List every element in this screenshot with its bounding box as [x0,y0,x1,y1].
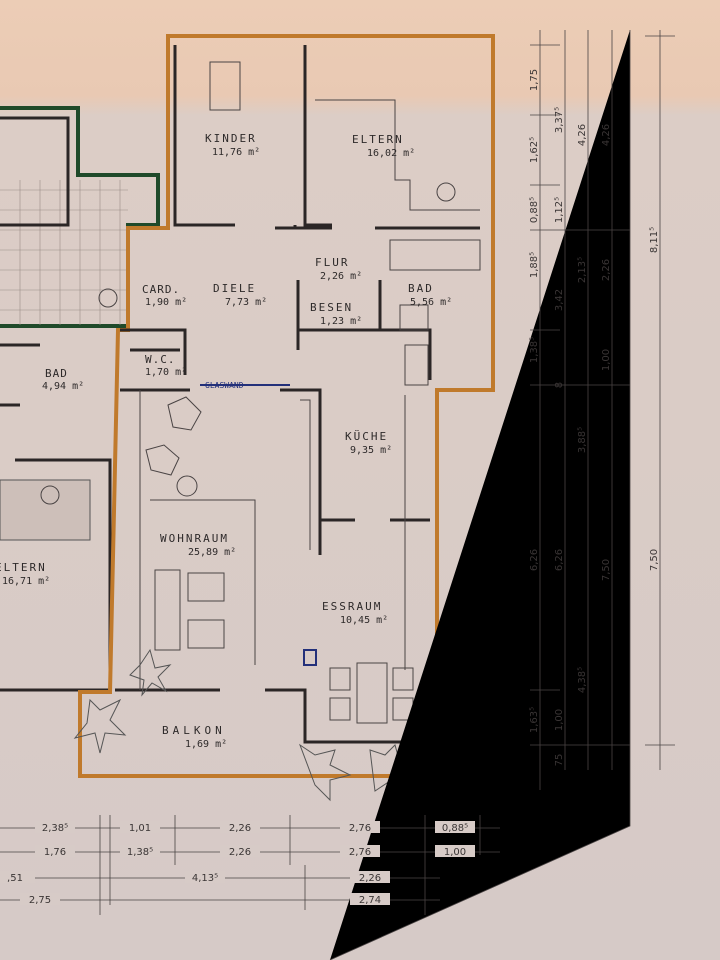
room-essraum-name: ESSRAUM [322,600,382,613]
room-wohnraum-name: WOHNRAUM [160,532,229,545]
dimension-label: 2,75 [29,895,51,906]
dimension-label: 7,50 [601,559,612,581]
dimension-label: 1,75 [529,69,540,91]
dimension-label: 1,00 [554,709,565,731]
room-eltern-area: 16,02 m² [367,148,415,159]
dimension-label: 1,00 [601,349,612,371]
door-marker [98,288,118,308]
room-essraum-area: 10,45 m² [340,615,388,626]
dimension-label: 6,26 [554,549,565,571]
dimension-label: 1,62⁵ [529,137,540,163]
room-besen-name: BESEN [310,301,353,314]
dimension-label-bg [0,871,35,883]
room-kinder-name: KINDER [205,132,257,145]
dimension-label: 3,88⁵ [577,427,588,453]
dimension-label-bg [350,893,390,905]
room-flur-name: FLUR [315,256,350,269]
dimension-label: 1,63⁵ [529,707,540,733]
dimension-label-bg [35,821,75,833]
dimension-label: 0,88⁵ [529,197,540,223]
room-card-name: CARD. [142,283,180,296]
bottom-dimension-labels: 2,38⁵ 1,01 2,26 2,76 0,88⁵ 1,76 1,38⁵ 2,26 2,76 1… [0,821,475,906]
dimension-label-bg [435,821,475,833]
room-besen-area: 1,23 m² [320,316,362,327]
dimension-label: 2,26 [359,873,381,884]
dimension-label-bg [435,845,475,857]
dimension-label: 2,76 [349,847,371,858]
dimension-label: 75 [554,754,565,767]
neighbor-bad-name: BAD [45,367,68,380]
neighbor-eltern-name: ELTERN [0,561,47,574]
room-kueche-name: KÜCHE [345,430,388,443]
dimension-label-bg [120,821,160,833]
room-kinder-area: 11,76 m² [212,147,260,158]
dimension-label: 2,26 [229,847,251,858]
unit-outline [78,34,495,778]
dimension-label: 2,26 [601,259,612,281]
dimension-label: 2,13⁵ [577,257,588,283]
dimension-label-bg [350,871,390,883]
room-wc-name: W.C. [145,353,176,366]
room-wohnraum-area: 25,89 m² [188,547,236,558]
dimension-label-bg [220,845,260,857]
dimension-label: ,51 [7,873,23,884]
neighbor-eltern-area: 16,71 m² [2,576,50,587]
dimension-label: 2,26 [229,823,251,834]
dimension-label: 4,26 [577,124,588,146]
dimension-label-bg [340,845,380,857]
neighbor-bed [0,479,91,541]
dimension-label: 0,88⁵ [442,823,468,834]
interior-walls [115,45,481,744]
room-card-area: 1,90 m² [145,297,187,308]
dimension-label: 4,38⁵ [577,667,588,693]
right-dimension-labels: 1,75 1,62⁵ 0,88⁵ 1,88⁵ 1,38⁵ 6,26 1,63⁵ 3,37⁵ 1,… [529,69,660,767]
dimension-label-bg [20,893,60,905]
neighbor-tile-grid [0,180,128,325]
dimension-label: 6,26 [529,549,540,571]
dimension-label: 8,11⁵ [649,227,660,253]
dimension-label: 1,12⁵ [554,197,565,223]
dimension-label: 8 [554,382,565,388]
dimension-label: 1,01 [129,823,151,834]
dimension-label: 3,37⁵ [554,107,565,133]
dimension-label: 1,38⁵ [127,847,153,858]
glaswand-label: GLASWAND [205,381,244,390]
room-bad-name: BAD [408,282,434,295]
room-eltern-name: ELTERN [352,133,404,146]
dimension-label: 3,42 [554,289,565,311]
neighbor-walls [0,116,112,692]
dimension-label: 1,38⁵ [529,337,540,363]
dimension-label: 4,13⁵ [192,873,218,884]
room-bad-area: 5,56 m² [410,297,452,308]
dimension-label-bg [120,845,160,857]
room-diele-name: DIELE [213,282,256,295]
dimension-label-bg [185,871,225,883]
dimension-label-bg [340,821,380,833]
dimension-label: 4,26 [601,124,612,146]
dimension-label: 2,74 [359,895,381,906]
room-kueche-area: 9,35 m² [350,445,392,456]
room-labels: KINDER 11,76 m² ELTERN 16,02 m² FLUR 2,2… [0,132,452,750]
room-diele-area: 7,73 m² [225,297,267,308]
dimension-label: 1,88⁵ [529,252,540,278]
room-wc-area: 1,70 m² [145,367,187,378]
dimension-label-bg [35,845,75,857]
room-balkon-area: 1,69 m² [185,739,227,750]
neighbor-bad-area: 4,94 m² [42,381,84,392]
dimension-label: 7,50 [649,549,660,571]
room-balkon-name: BALKON [162,724,226,737]
dimension-label: 2,38⁵ [42,823,68,834]
dimension-label-bg [220,821,260,833]
neighbor-table [40,485,60,505]
dimension-label: 1,76 [44,847,66,858]
dimension-label: 2,76 [349,823,371,834]
dimension-label: 1,00 [444,847,466,858]
room-flur-area: 2,26 m² [320,271,362,282]
